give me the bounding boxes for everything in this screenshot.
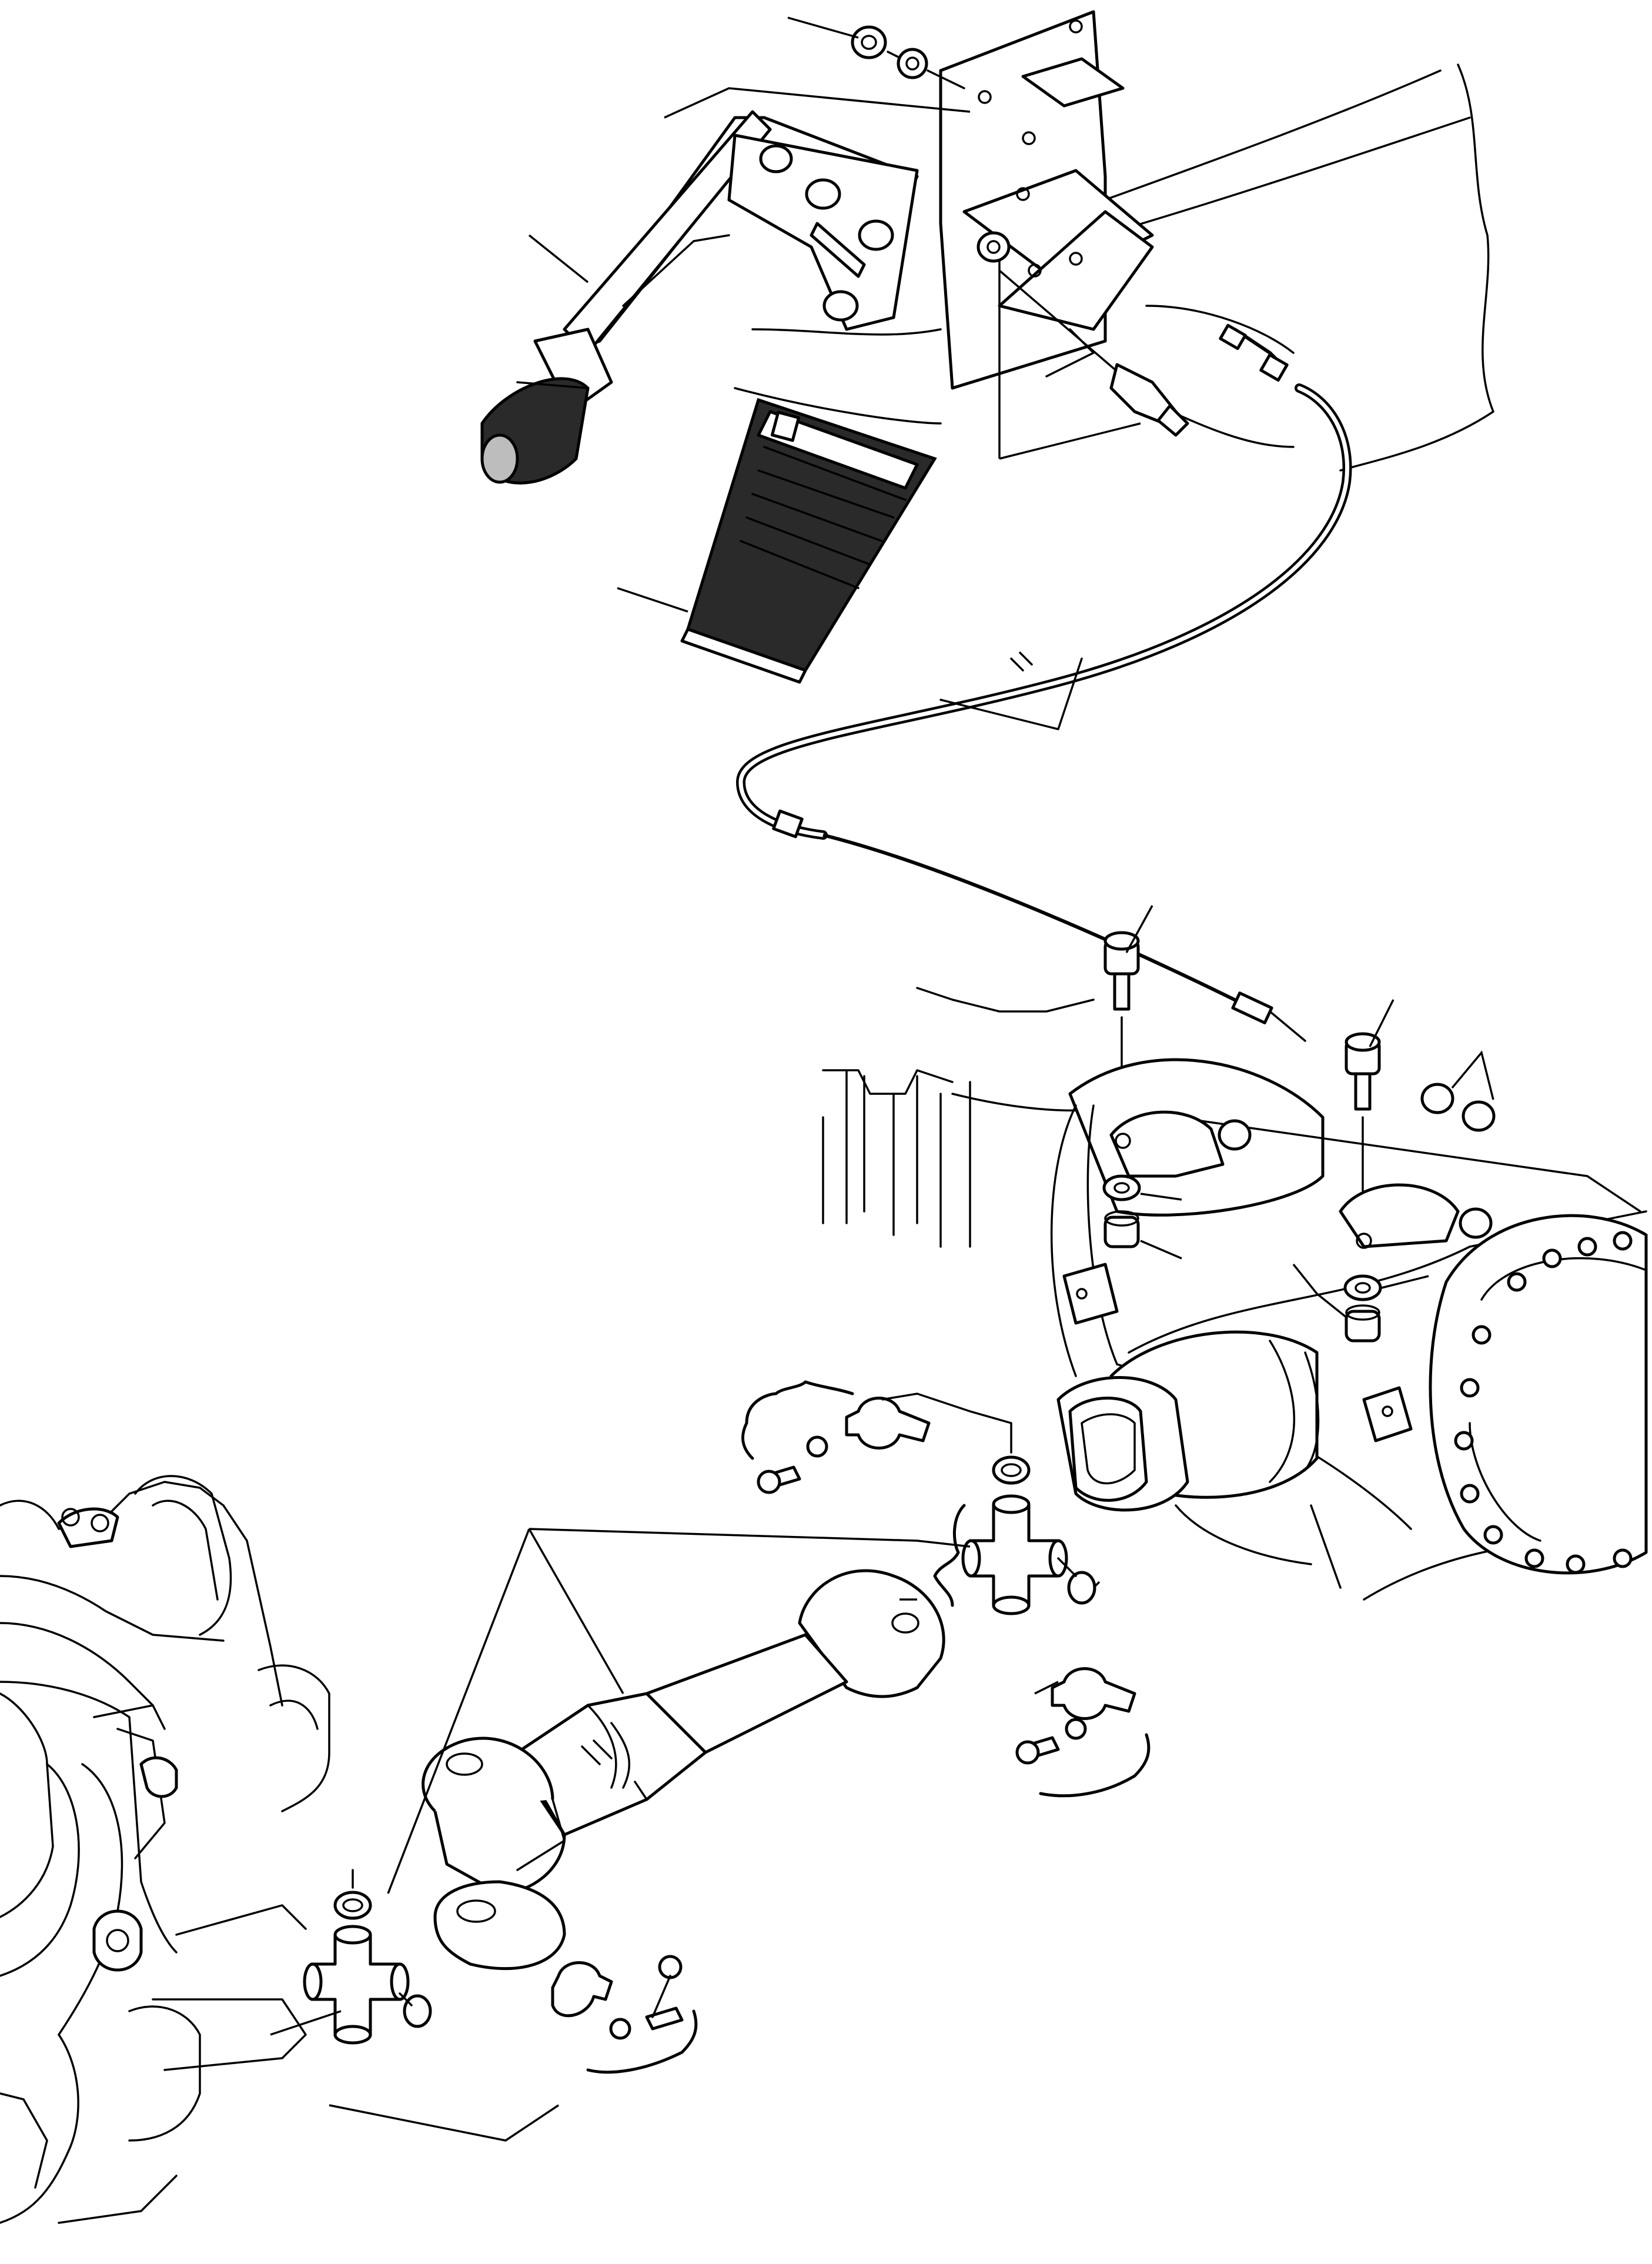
propeller-shaft-leaders	[387, 1528, 971, 1894]
propeller-shaft	[422, 1569, 945, 1971]
washer-right	[1343, 1274, 1429, 1301]
nut-left	[1103, 1210, 1182, 1260]
pedal-pad	[680, 398, 937, 684]
nuts-axle	[1420, 1050, 1496, 1132]
clamp-kit-upper	[741, 1380, 1012, 1494]
callout-leaders	[528, 16, 1394, 1695]
clamp-kit-middle	[1015, 1667, 1151, 1798]
snap-ring-upper	[992, 1422, 1031, 1485]
clamp-kit-lower	[270, 1955, 698, 2142]
bracket-plate	[939, 10, 1154, 390]
nut-washer-top	[851, 25, 965, 89]
universal-joint-lower	[303, 1869, 432, 2045]
hand-brake-lever	[480, 110, 919, 485]
axle-housing	[822, 987, 1648, 1601]
universal-joint-upper	[933, 1494, 1101, 1615]
accelerator-cable	[735, 323, 1352, 1042]
washer-left	[1102, 1174, 1182, 1201]
axle-bolts	[1454, 1231, 1633, 1574]
transmission-housing	[0, 1475, 330, 2224]
nut-right	[1292, 1263, 1381, 1343]
stop-light-switch	[977, 231, 1189, 437]
